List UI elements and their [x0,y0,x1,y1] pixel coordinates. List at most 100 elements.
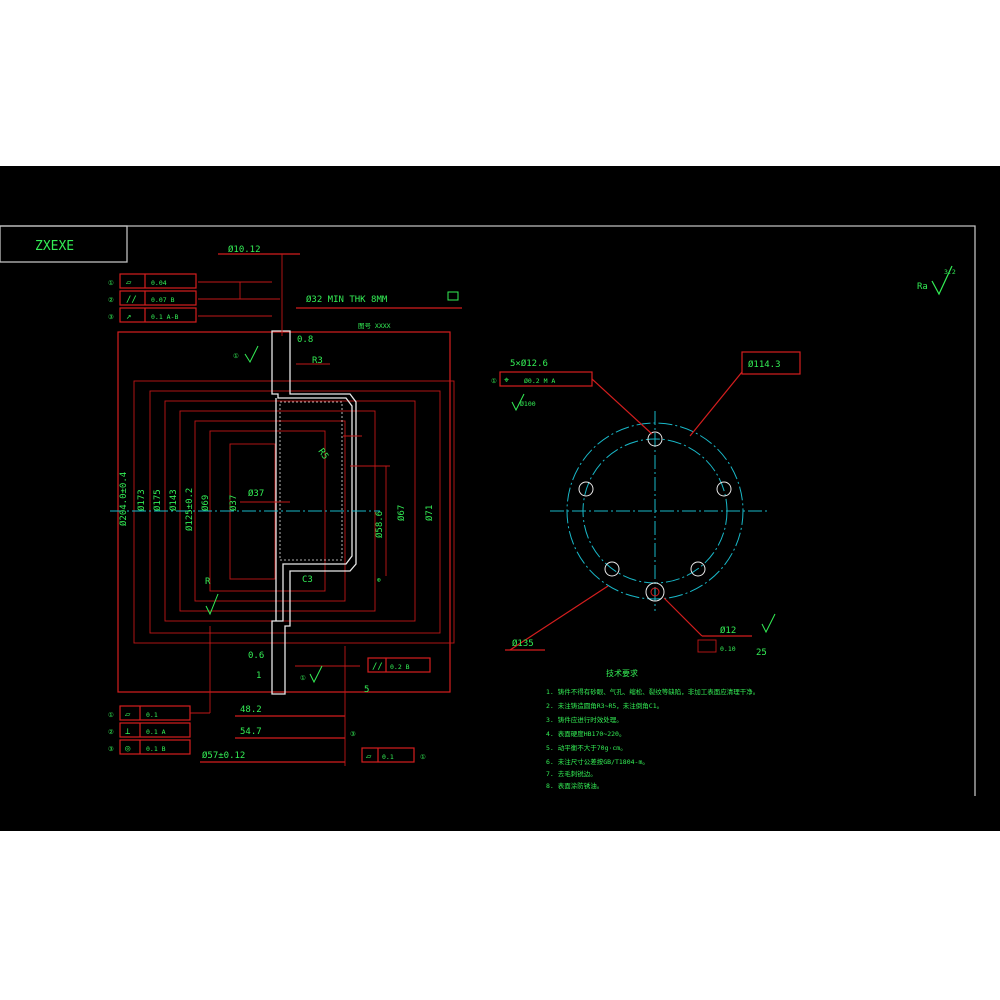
part-hatch [279,401,343,561]
gdt-right-frame: // 0.2 B [367,657,431,673]
roughness-icon [931,265,953,296]
gdt-bot-sym-3: ◎ [125,744,131,754]
gdt-right2-sym: ▱ [366,752,372,762]
bolt-hole-1 [647,431,663,447]
pcd-leader [509,585,609,651]
dim-d4: Ø143 [168,489,179,511]
locating-hole-inner [650,587,660,597]
dim-d6: Ø69 [200,495,211,511]
pcd-tag: Ø135 [512,638,534,649]
gdt-top-frame-1 [119,273,197,289]
dim-mark-b: ③ [350,730,356,738]
dim-d8: Ø67 [396,505,407,521]
gdt-right-box [367,657,431,673]
roughness-small-icon-3 [309,665,323,684]
dim-inner-r: R5 [316,447,330,462]
gdt-bot-sym-2: ⊥ [125,727,131,737]
gdt-bot-val-2: 0.1 A [146,728,166,736]
gdt-right-sym: // [372,662,383,672]
bolt-hole-4 [604,561,620,577]
cad-canvas: ZXEXE Ra 3.2 Ø10.12 ① ▱ [0,166,1000,831]
part-outline [271,330,357,695]
note-line-7: 7. 去毛刺锐边。 [546,769,597,778]
gdt-top-val-2: 0.07 B [151,296,175,304]
gdt-top-num-2: ② [108,296,114,304]
roughness-label: Ra [917,282,928,292]
small-hole-box [697,639,717,653]
gdt-bot-num-3: ③ [108,745,114,753]
dim-h3: Ø57±0.12 [202,750,245,761]
dim-h1: 48.2 [240,705,262,715]
gdt-right-val: 0.2 B [390,663,410,671]
drawing-frame [0,225,976,796]
hole-pos-icon: ⌖ [504,376,509,386]
note-line-8: 8. 表面涂防锈油。 [546,781,603,790]
gdt-bot-sym-1: ▱ [125,710,131,720]
note-line-3: 3. 铸件应进行时效处理。 [546,715,623,724]
dim-r-label: R3 [312,356,323,366]
note-box-icon [447,291,459,301]
title-block [0,225,128,263]
bolt-hole-2 [716,481,732,497]
top-note: Ø32 MIN THK 8MM [306,294,388,305]
dim-h2: 54.7 [240,727,262,737]
roughness-small-icon-1 [244,345,259,364]
gdt-right2-num: ① [420,753,426,761]
gdt-top-frame-2 [119,290,197,306]
notes-title: 技术要求 [606,668,638,678]
dim-d2: Ø173 [136,489,147,511]
tech-notes: 技术要求 1. 铸件不得有砂眼、气孔、缩松、裂纹等缺陷，非加工表面应清理干净。 … [546,668,759,790]
gdt-bot-frame-2 [119,722,191,738]
dim-d10: Ø58.6 [374,511,385,538]
gdt-bot-val-1: 0.1 [146,711,158,719]
gdt-top-val-3: 0.1 A-B [151,313,178,321]
outer-tag: Ø114.3 [748,359,781,370]
note-line-5: 5. 动平衡不大于70g·cm。 [546,743,627,752]
gdt-top-group: ① ▱ 0.04 ② // 0.07 B ③ ↗ 0.1 A-B [108,273,197,323]
dim-d3: Ø175 [152,489,163,511]
dim-right-mark: ⊕ [377,576,381,584]
gdt-top-num-3: ③ [108,313,114,321]
roughness-small-icon-4 [511,393,525,412]
dim-box-3 [149,390,441,634]
gdt-bot-num-1: ① [108,711,114,719]
gdt-top-val-1: 0.04 [151,279,167,287]
top-note-sub: 图号 XXXX [358,322,391,330]
dim-d7: Ø37 [228,495,239,511]
roughness-ref-1: ① [233,352,239,360]
bolt-hole-5 [578,481,594,497]
gdt-top-sym-2: // [126,295,137,305]
gdt-top-num-1: ① [108,279,114,287]
outer-tag-leader [689,371,743,437]
small-hole-leader [663,597,703,637]
title-block-label: ZXEXE [35,239,74,254]
outer-tag-box [741,351,801,375]
gdt-right2-box [361,747,415,763]
dim-d9: Ø71 [424,505,435,521]
gdt-bottom-group: ① ▱ 0.1 ② ⊥ 0.1 A ③ ◎ 0.1 B [108,626,211,755]
circle-view: 5×Ø12.6 ① ⌖ Ø0.2 M A Ø100 Ø114.3 Ø135 Ø1… [491,351,801,658]
hole-callout-leader [591,378,653,435]
dim-one: 1 [256,671,261,681]
gdt-top-sym-1: ▱ [126,278,132,288]
dim-v5: 5 [364,685,369,695]
gdt-top-frame-3 [119,307,197,323]
hole-pos: Ø0.2 M A [524,377,555,385]
outer-circle [566,422,744,600]
small-val: 25 [756,648,767,658]
hole-callout: 5×Ø12.6 [510,358,548,369]
gdt-top-sym-3: ↗ [126,312,131,322]
dim-box-2 [133,380,455,644]
gdt-bot-num-2: ② [108,728,114,736]
dim-c: C3 [302,575,313,585]
dim-d1: Ø204.0±0.4 [118,472,129,526]
note-line-2: 2. 未注铸造圆角R3~R5，未注倒角C1。 [546,701,663,710]
locating-hole [645,582,665,602]
hole-pcd: Ø100 [520,400,536,408]
roughness-small-icon-2 [205,593,219,616]
dim-d7-b: Ø37 [248,488,264,499]
small-depth: 0.10 [720,645,736,653]
roughness-ref-2: ① [300,674,306,682]
hole-pos-num: ① [491,377,497,385]
section-view: Ø10.12 ① ▱ 0.04 ② // 0.07 B ③ ↗ 0.1 A-B … [108,244,462,766]
